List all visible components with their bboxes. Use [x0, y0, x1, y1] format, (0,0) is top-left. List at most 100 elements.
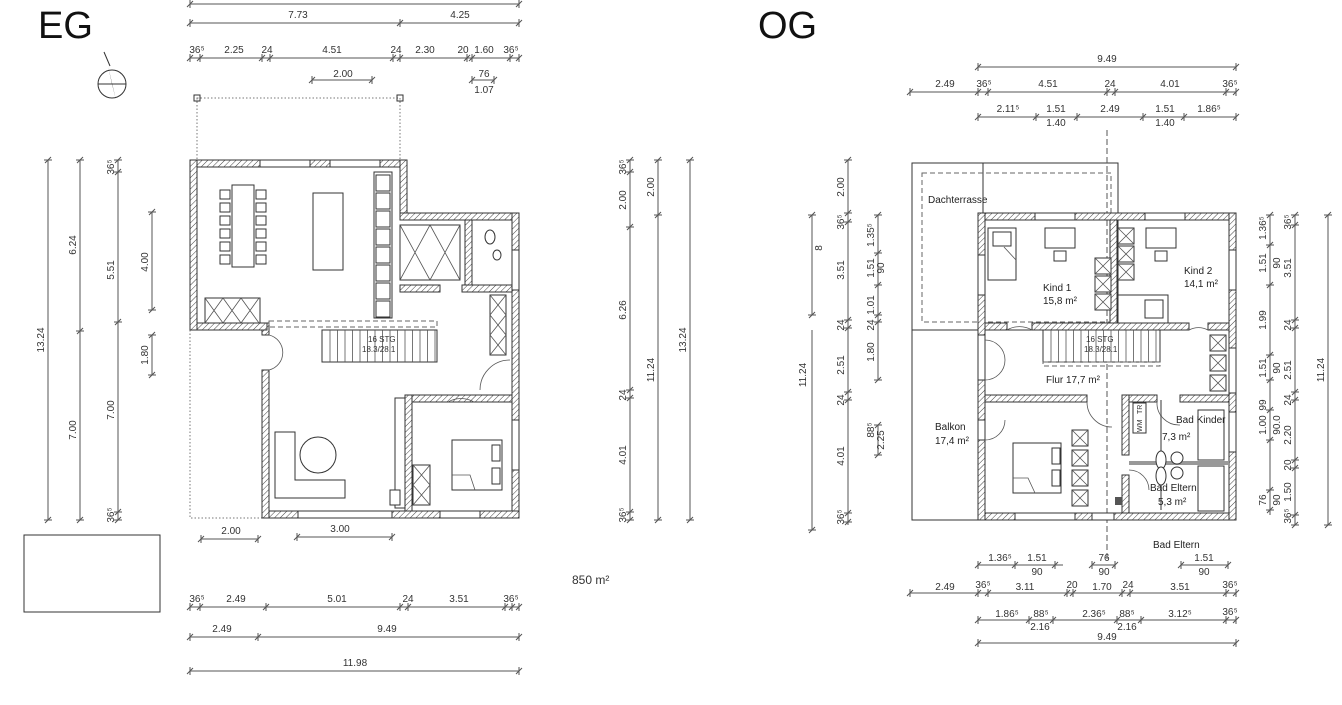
dimension-label: 2.16	[1117, 622, 1137, 633]
dimension-label: 1.51	[1194, 553, 1214, 564]
dimension-label: 20	[1283, 459, 1294, 471]
dimension-label: 36⁵	[503, 594, 518, 605]
dimension-label: 24	[836, 319, 847, 331]
cabinet	[375, 264, 391, 282]
dimension-label: 1.51	[1046, 104, 1066, 115]
dimension-label: 4.51	[1038, 79, 1058, 90]
dimension-label: 24	[390, 45, 402, 56]
room-kind2-area: 14,1 m²	[1184, 279, 1219, 290]
dimension-label: 7.73	[288, 10, 308, 21]
chair	[219, 228, 231, 239]
dimension-label: 90	[1098, 567, 1110, 578]
dimension-label: 24	[402, 594, 414, 605]
cabinet	[375, 246, 391, 264]
dimension-label: 24	[618, 389, 629, 401]
north-compass-icon	[97, 51, 127, 100]
room-bad-eltern: Bad Eltern	[1150, 483, 1197, 494]
dimension-label: 4.00	[140, 252, 151, 272]
wardrobe-cabinet	[1094, 293, 1112, 311]
dimension-label: 9.49	[377, 624, 397, 635]
dimension-label: 76	[1098, 553, 1110, 564]
dimension-label: 2.51	[1283, 360, 1294, 380]
dimension-label: 8	[814, 245, 825, 251]
dimension-label: 36⁵	[1222, 79, 1237, 90]
room-balkon: Balkon	[935, 422, 966, 433]
sofa	[274, 431, 346, 499]
dimension-lines	[44, 0, 1332, 675]
dimension-label: 90	[1272, 494, 1283, 506]
chair	[255, 228, 267, 239]
dimension-label: 4.01	[1160, 79, 1180, 90]
coffee-table	[299, 436, 337, 474]
dimension-label: 36⁵	[836, 509, 847, 524]
wardrobe-cabinet	[1209, 334, 1227, 352]
dimension-label: 1.51	[1155, 104, 1175, 115]
dimension-label: 3.00	[330, 524, 350, 535]
dimension-label: 1.80	[866, 342, 877, 362]
dimension-label: 2.49	[1100, 104, 1120, 115]
dimension-label: 24	[261, 45, 273, 56]
chair	[255, 202, 267, 213]
dimension-label: 4.25	[450, 10, 470, 21]
eg-stair-steps: 16 STG	[368, 335, 396, 344]
room-kind1: Kind 1	[1043, 283, 1072, 294]
dimension-label: 24	[1104, 79, 1116, 90]
dimension-label: 3.11	[1016, 582, 1035, 593]
kitchen-island	[312, 192, 344, 271]
wardrobe-cabinet	[1094, 257, 1112, 275]
wardrobe-cabinet	[1209, 354, 1227, 372]
dimension-label: 6.26	[618, 300, 629, 320]
dining-table	[231, 184, 255, 268]
dimension-label: 1.50	[1283, 482, 1294, 502]
dimension-label: 2.49	[935, 79, 955, 90]
wardrobe-cabinet	[1117, 263, 1135, 281]
dimension-label: 2.20	[1283, 425, 1294, 445]
dimension-label: 9.49	[1097, 54, 1117, 65]
dimension-label: 90	[1198, 567, 1210, 578]
dimension-label: 1.51	[1027, 553, 1047, 564]
dimension-label: 2.36⁵	[1082, 609, 1106, 620]
dimension-label: 90	[1031, 567, 1043, 578]
dimension-label: 2.25	[224, 45, 244, 56]
dimension-label: 2.11⁵	[997, 104, 1020, 115]
dimension-label: 1.86⁵	[1197, 104, 1221, 115]
dimension-label: 3.12⁵	[1168, 609, 1192, 620]
label-bad-eltern-below: Bad Eltern	[1153, 540, 1200, 551]
wardrobe-cabinet	[1071, 429, 1089, 447]
og-title: OG	[758, 5, 817, 47]
room-kind2: Kind 2	[1184, 266, 1213, 277]
dimension-label: 6.24	[68, 235, 79, 255]
dimension-label: 3.51	[836, 260, 847, 280]
dimension-label: 2.49	[226, 594, 246, 605]
dimension-label: 24	[1122, 580, 1134, 591]
dryer-label: TR	[1137, 405, 1144, 414]
wardrobe-cabinet	[1209, 374, 1227, 392]
dimension-label: 2.16	[1030, 622, 1050, 633]
dimension-label: 99	[1258, 399, 1269, 411]
dimension-label: 36⁵	[975, 580, 990, 591]
dimension-label: 1.36⁵	[988, 553, 1012, 564]
room-bad-kinder: Bad Kinder	[1176, 415, 1226, 426]
washing-machine-label: WM	[1137, 419, 1144, 432]
chair	[255, 189, 267, 200]
room-bad-eltern-area: 5,3 m²	[1158, 497, 1187, 508]
site-plan-outline	[23, 534, 161, 613]
room-bad-kinder-area: 7,3 m²	[1162, 432, 1191, 443]
dimension-label: 36⁵	[106, 159, 117, 174]
dimension-label: 3.51	[449, 594, 469, 605]
dimension-label: 4.01	[836, 446, 847, 466]
eg-stair-ratio: 18.3/28.1	[362, 345, 396, 354]
dimension-label: 11.98	[343, 658, 368, 669]
dimension-label: 1.07	[474, 85, 494, 96]
dimension-label: 24	[1283, 394, 1294, 406]
dimension-label: 7.00	[68, 420, 79, 440]
dimension-label: 11.24	[798, 362, 809, 387]
dimension-label: 1.00	[1258, 415, 1269, 435]
chair	[219, 202, 231, 213]
dimension-label: 11.24	[1316, 357, 1327, 382]
dimension-label: 1.40	[1155, 118, 1175, 129]
dimension-label: 36⁵	[1283, 508, 1294, 523]
dimension-label: 90.0	[1272, 415, 1283, 435]
dimension-label: 2.30	[415, 45, 435, 56]
